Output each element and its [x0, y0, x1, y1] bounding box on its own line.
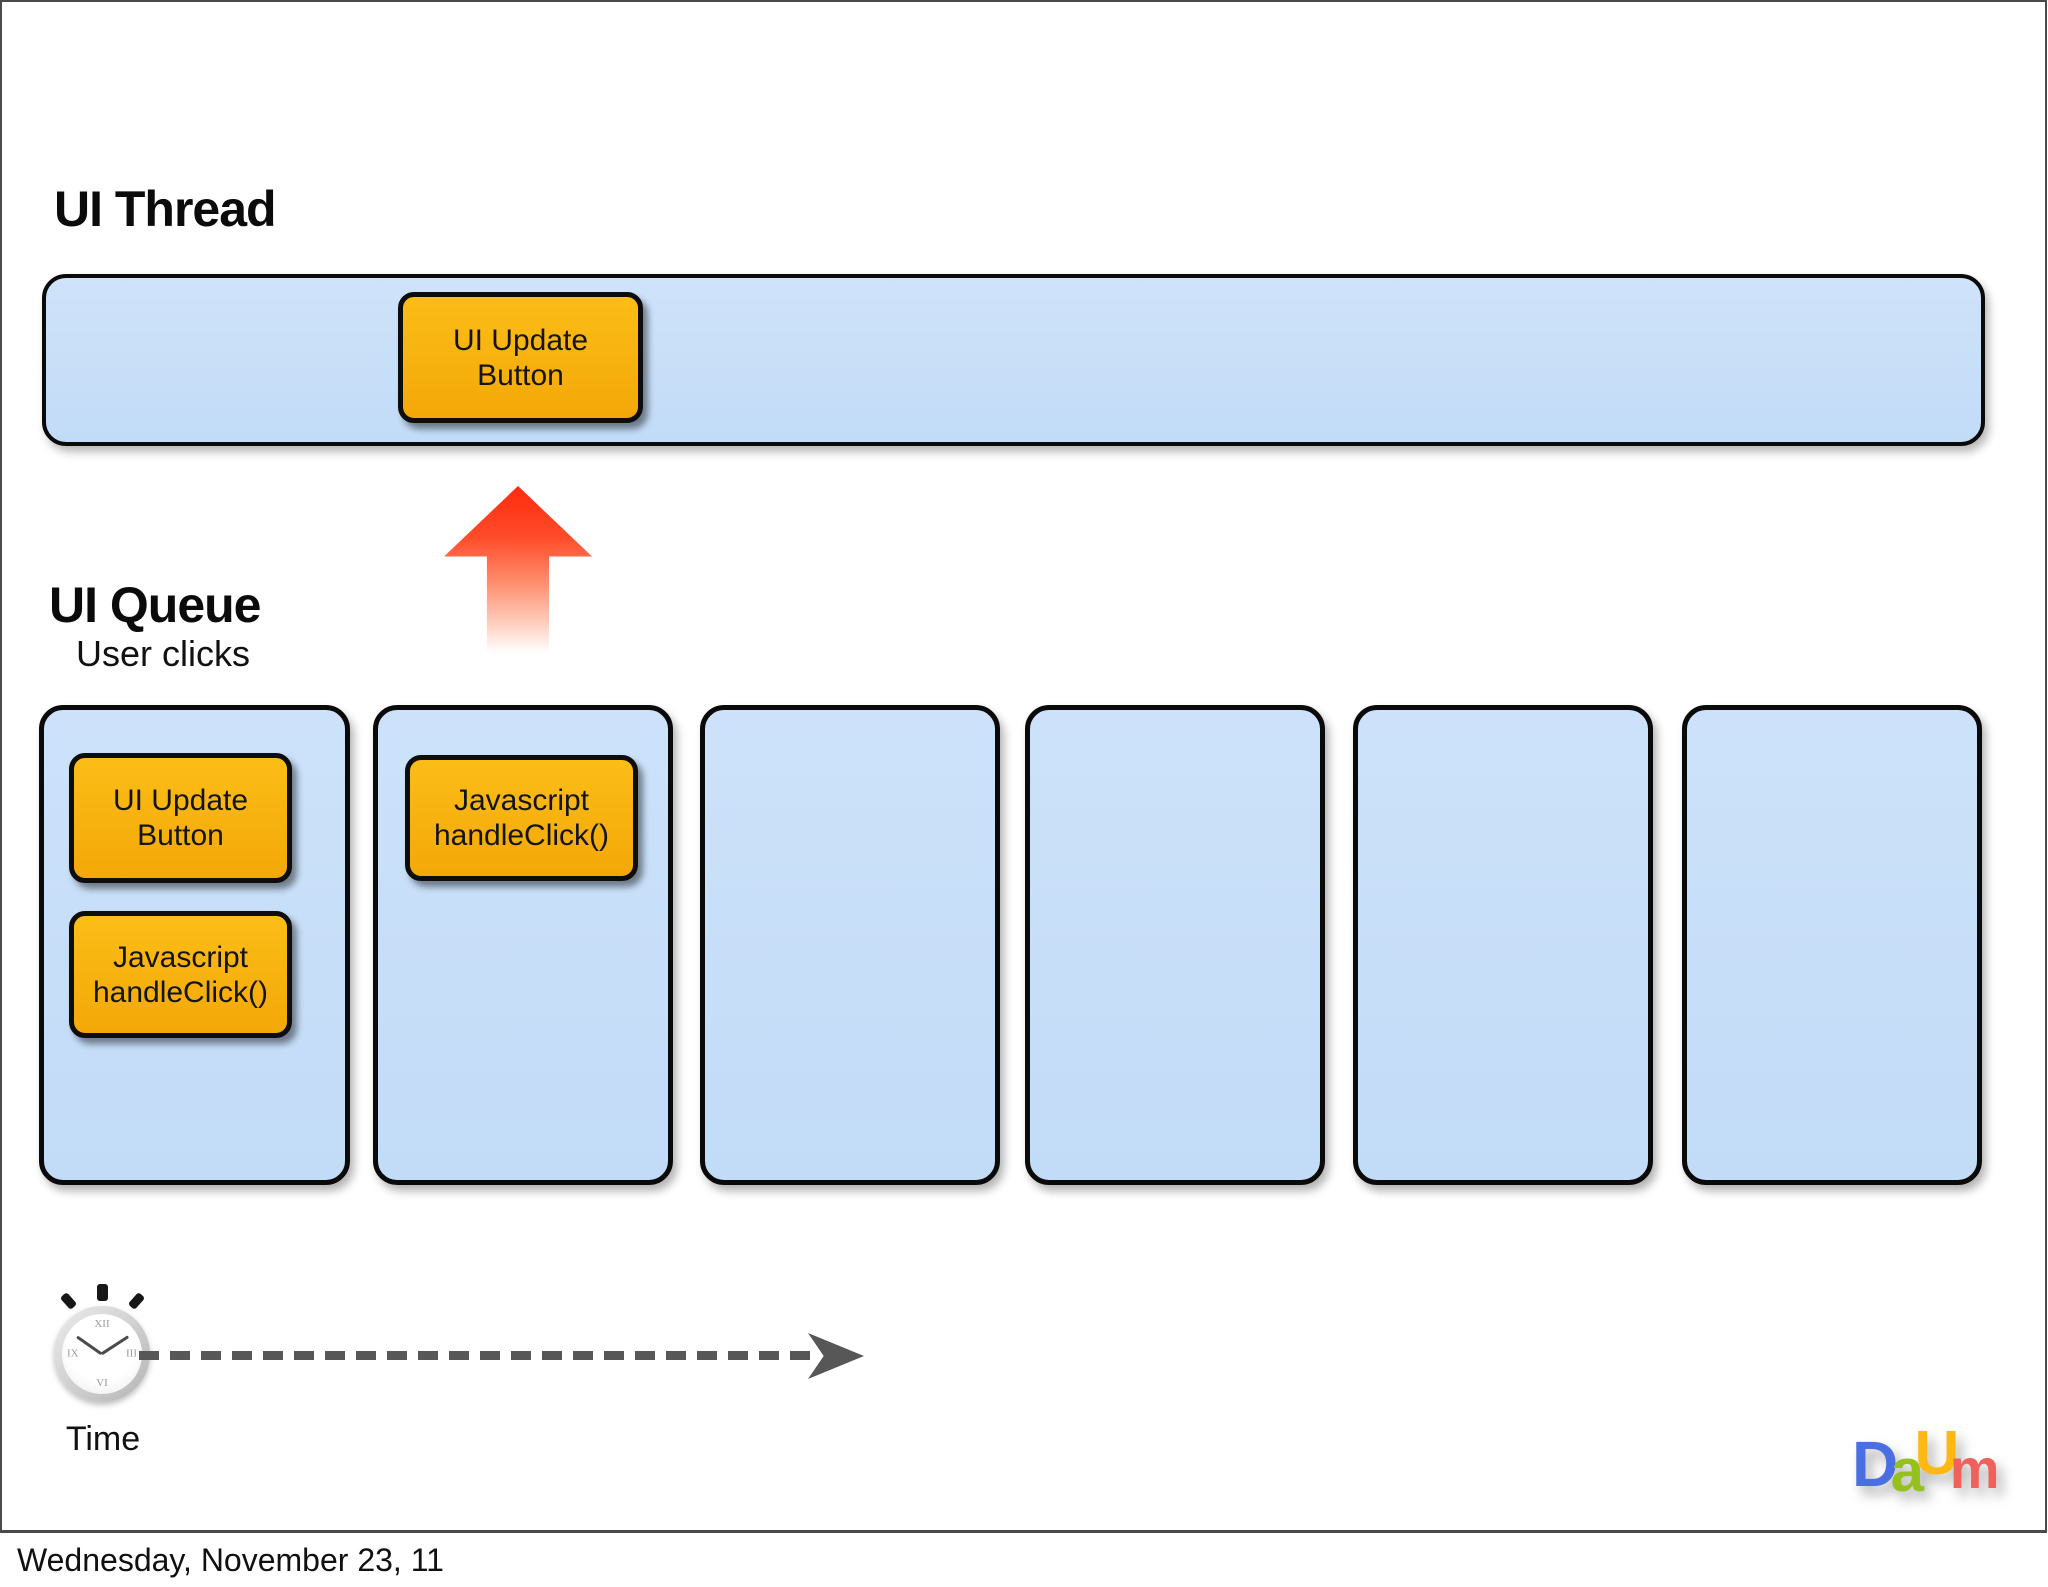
- clock-numeral: III: [126, 1347, 137, 1360]
- queue-to-thread-arrow-icon: [444, 486, 592, 658]
- task-label-line: Javascript: [112, 940, 249, 974]
- stopwatch-button-right: [127, 1292, 146, 1310]
- logo-letter: m: [1949, 1437, 2000, 1500]
- queue-task-javascript-handleclick: Javascript handleClick(): [69, 911, 292, 1038]
- slide-date-footer: Wednesday, November 23, 11: [17, 1542, 444, 1578]
- stopwatch-button-left: [59, 1292, 78, 1310]
- time-axis-arrowhead-icon: [808, 1333, 864, 1379]
- stopwatch-icon: XII III VI IX: [44, 1284, 162, 1418]
- task-label-line: Javascript: [453, 784, 590, 817]
- queue-slot-1: UI Update Button Javascript handleClick(…: [39, 705, 350, 1185]
- task-label-line: Button: [477, 358, 564, 392]
- clock-face: XII III VI IX: [62, 1314, 142, 1394]
- queue-slot-4: [1025, 705, 1325, 1185]
- user-clicks-label: User clicks: [76, 633, 251, 674]
- logo-letter: D: [1852, 1428, 1899, 1500]
- queue-slot-5: [1353, 705, 1653, 1185]
- clock-numeral: XII: [94, 1318, 110, 1330]
- ui-thread-bar: UI Update Button: [42, 274, 1985, 446]
- daum-logo: D a U m: [1852, 1423, 2000, 1501]
- task-label-line: handleClick(): [433, 819, 610, 852]
- task-label-line: UI Update: [112, 784, 249, 817]
- logo-letter: U: [1914, 1419, 1960, 1488]
- queue-slot-2: Javascript handleClick(): [373, 705, 673, 1185]
- queue-slot-6: [1682, 705, 1982, 1185]
- slide-frame: UI Thread UI Update Button UI Queue User…: [0, 0, 2047, 1533]
- clock-numeral: VI: [96, 1377, 108, 1389]
- ui-thread-heading: UI Thread: [54, 181, 277, 237]
- time-axis-label: Time: [65, 1420, 141, 1458]
- task-label-line: UI Update: [452, 323, 589, 357]
- queue-task-ui-update-button: UI Update Button: [69, 753, 292, 883]
- task-label-line: handleClick(): [92, 975, 269, 1009]
- ui-queue-heading: UI Queue: [49, 577, 261, 633]
- task-label-line: Button: [137, 819, 224, 852]
- stopwatch-crown: [97, 1284, 108, 1301]
- queue-task-javascript-handleclick: Javascript handleClick(): [405, 755, 638, 881]
- clock-hand: [76, 1335, 103, 1356]
- clock-numeral: IX: [67, 1347, 79, 1360]
- logo-letter: a: [1890, 1437, 1925, 1504]
- queue-slot-3: [700, 705, 1000, 1185]
- time-axis-dashed-line: [139, 1351, 815, 1360]
- clock-hand: [100, 1335, 130, 1356]
- stopwatch-ring: XII III VI IX: [54, 1306, 150, 1402]
- thread-task-ui-update-button: UI Update Button: [398, 292, 643, 423]
